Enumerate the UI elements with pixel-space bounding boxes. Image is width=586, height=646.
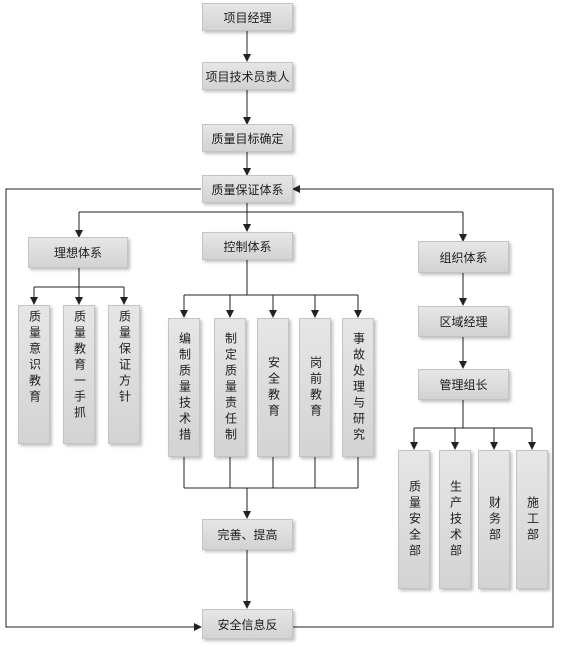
node-control-item-4: 岗前教育 <box>299 318 331 457</box>
node-safety-feedback: 安全信息反 <box>202 609 293 639</box>
node-org-item-1: 质量安全部 <box>398 450 430 589</box>
node-control-system: 控制体系 <box>202 232 293 260</box>
node-ideology-item-2: 质量教育一手抓 <box>63 305 95 444</box>
node-ideology-system: 理想体系 <box>28 237 128 268</box>
node-control-item-5: 事故处理与研究 <box>342 318 374 457</box>
node-org-item-4: 施工部 <box>516 450 548 589</box>
node-project-manager: 项目经理 <box>202 3 293 31</box>
node-team-leader: 管理组长 <box>418 369 509 400</box>
node-org-item-3: 财务部 <box>478 450 510 589</box>
node-qa-system: 质量保证体系 <box>202 175 293 203</box>
node-regional-manager: 区域经理 <box>418 306 509 337</box>
node-quality-goal: 质量目标确定 <box>202 124 293 152</box>
node-tech-lead: 项目技术员责人 <box>202 62 293 90</box>
node-organization-system: 组织体系 <box>418 241 509 273</box>
node-control-item-2: 制定质量责任制 <box>214 318 246 457</box>
node-improve: 完善、提高 <box>202 519 293 550</box>
node-control-item-1: 编制质量技术措 <box>168 318 200 457</box>
node-ideology-item-3: 质量保证方针 <box>108 305 140 444</box>
node-org-item-2: 生产技术部 <box>439 450 471 589</box>
node-control-item-3: 安全教育 <box>257 318 289 457</box>
node-ideology-item-1: 质量意识教育 <box>18 305 50 444</box>
